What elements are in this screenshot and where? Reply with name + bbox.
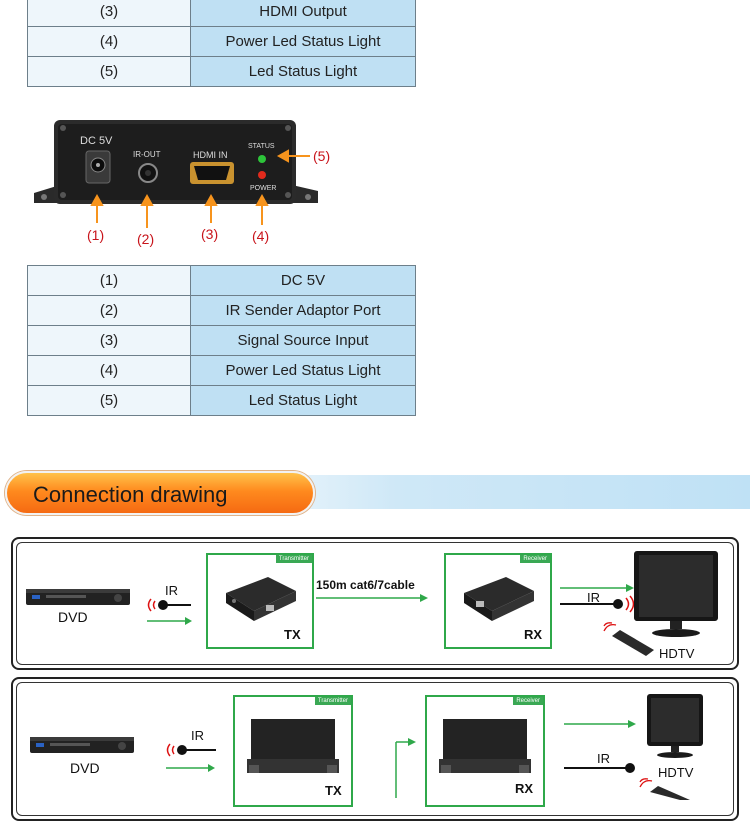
- table-row: (4) Power Led Status Light: [27, 355, 416, 386]
- right-arrows-and-ir-receiver: [560, 584, 635, 613]
- receiver-device-image: [439, 719, 531, 773]
- table-row: (3) HDMI Output: [27, 0, 416, 27]
- table-row: (5) Led Status Light: [27, 385, 416, 416]
- receiver-box: Receiver RX: [425, 695, 545, 807]
- section-banner: Connection drawing: [0, 467, 750, 517]
- hdtv-image: [634, 551, 718, 637]
- transmitter-tag: Transmitter: [314, 697, 351, 705]
- spec-table-transmitter: (3) HDMI Output (4) Power Led Status Lig…: [27, 0, 416, 87]
- row-number: (4): [27, 355, 191, 386]
- receiver-front-panel-image: [34, 120, 318, 204]
- row-number: (1): [27, 265, 191, 296]
- row-description: Power Led Status Light: [190, 355, 416, 386]
- label-dc-5v: DC 5V: [80, 135, 113, 147]
- row-number: (2): [27, 295, 191, 326]
- row-description: Signal Source Input: [190, 325, 416, 356]
- row-number: (4): [27, 26, 191, 57]
- transmitter-tag: Transmitter: [275, 555, 312, 563]
- dvd-label: DVD: [70, 760, 100, 776]
- receiver-tag: Receiver: [513, 697, 543, 705]
- ir-sender-and-arrow: [147, 598, 192, 625]
- table-row: (5) Led Status Light: [27, 56, 416, 87]
- label-ir-out: IR-OUT: [133, 150, 161, 159]
- row-number: (3): [27, 0, 191, 27]
- tx-label: TX: [325, 783, 342, 798]
- label-hdmi-in: HDMI IN: [193, 150, 228, 160]
- transmitter-box: Transmitter TX: [206, 553, 314, 649]
- transmitter-device-image: [247, 719, 339, 773]
- ir-label-left: IR: [165, 583, 178, 598]
- callout-3: (3): [201, 226, 219, 242]
- hdtv-label: HDTV: [658, 765, 694, 780]
- row-description: Led Status Light: [190, 56, 416, 87]
- ir-sender-and-arrow: [166, 743, 216, 772]
- ir-label-right: IR: [587, 590, 600, 605]
- callout-2: (2): [137, 231, 155, 247]
- label-status: STATUS: [248, 143, 275, 150]
- dvd-player-image: [26, 589, 130, 605]
- table-row: (1) DC 5V: [27, 265, 416, 296]
- remote-control-image: [603, 622, 654, 656]
- cable-routing-arrow: [395, 738, 416, 798]
- section-title: Connection drawing: [33, 482, 228, 507]
- table-row: (3) Signal Source Input: [27, 325, 416, 356]
- receiver-device-image: [464, 577, 534, 621]
- transmitter-device-image: [226, 577, 296, 621]
- ir-label-left: IR: [191, 728, 204, 743]
- row-description: HDMI Output: [190, 0, 416, 27]
- cable-arrow: [316, 594, 428, 602]
- row-description: DC 5V: [190, 265, 416, 296]
- receiver-tag: Receiver: [520, 555, 550, 563]
- ir-label-right: IR: [597, 751, 610, 766]
- label-power: POWER: [250, 185, 277, 192]
- right-arrows-and-ir-receiver: [564, 720, 636, 773]
- receiver-box: Receiver RX: [444, 553, 552, 649]
- transmitter-box: Transmitter TX: [233, 695, 353, 807]
- dvd-player-image: [30, 737, 134, 753]
- row-description: IR Sender Adaptor Port: [190, 295, 416, 326]
- panel-inner-border: [16, 542, 734, 665]
- hdtv-label: HDTV: [659, 646, 695, 661]
- row-description: Led Status Light: [190, 385, 416, 416]
- callout-1: (1): [87, 227, 105, 243]
- remote-control-image: [639, 778, 690, 800]
- banner-pill: Connection drawing: [5, 471, 315, 515]
- spec-table-receiver: (1) DC 5V (2) IR Sender Adaptor Port (3)…: [27, 265, 416, 416]
- callout-5: (5): [313, 148, 331, 164]
- hdtv-image: [647, 694, 703, 758]
- table-row: (2) IR Sender Adaptor Port: [27, 295, 416, 326]
- row-number: (3): [27, 325, 191, 356]
- tx-label: TX: [284, 627, 301, 642]
- table-row: (4) Power Led Status Light: [27, 26, 416, 57]
- callout-arrows: [90, 149, 310, 228]
- row-number: (5): [27, 385, 191, 416]
- rx-label: RX: [524, 627, 543, 642]
- device-photo: DC 5V IR-OUT HDMI IN STATUS POWER: [30, 115, 340, 215]
- callout-4: (4): [252, 228, 270, 244]
- dvd-label: DVD: [58, 609, 88, 625]
- rx-label: RX: [515, 781, 534, 796]
- cable-label: 150m cat6/7cable: [316, 578, 415, 592]
